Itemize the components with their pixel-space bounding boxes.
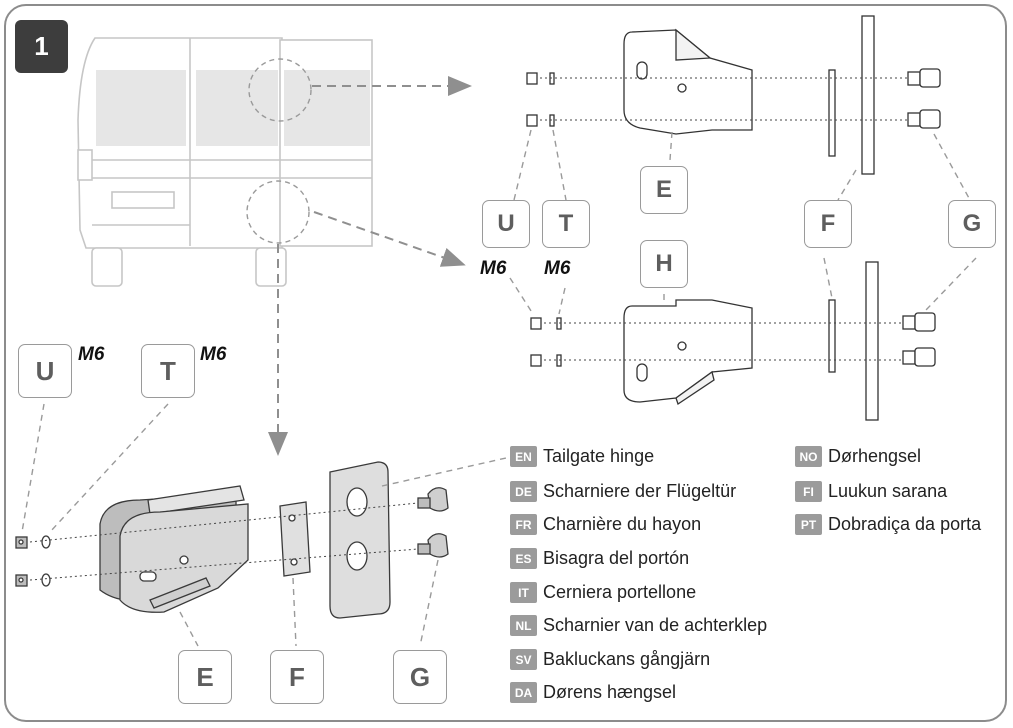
legend-text: Dobradiça da porta: [828, 514, 982, 534]
label-H: H: [640, 240, 688, 288]
legend-text: Cerniera portellone: [543, 582, 697, 602]
screw-size-T-upper: M6: [544, 258, 571, 279]
legend-item-it: IT Cerniera portellone: [510, 582, 696, 603]
language-code-badge: NL: [510, 615, 537, 636]
language-code-badge: EN: [510, 446, 537, 467]
label-leader-lines: [21, 129, 977, 647]
language-code-badge: FI: [795, 481, 822, 502]
language-code-badge: NO: [795, 446, 822, 467]
legend-text: Dørens hængsel: [543, 682, 677, 702]
label-F-upper: F: [804, 200, 852, 248]
language-code-badge: DA: [510, 682, 537, 703]
shaded-hinge-assembly: [15, 461, 449, 619]
legend-text: Charnière du hayon: [543, 514, 702, 534]
label-U-lower: U: [18, 344, 72, 398]
label-T-upper: T: [542, 200, 590, 248]
legend-text: Luukun sarana: [828, 481, 948, 501]
language-code-badge: IT: [510, 582, 537, 603]
upper-hinge-assembly: [526, 15, 941, 175]
legend-item-sv: SV Bakluckans gångjärn: [510, 649, 710, 670]
upper-hinge-axis-lines: [540, 77, 908, 121]
label-G-upper: G: [948, 200, 996, 248]
language-code-badge: FR: [510, 514, 537, 535]
legend-text: Scharniere der Flügeltür: [543, 481, 737, 501]
legend-item-de: DE Scharniere der Flügeltür: [510, 481, 736, 502]
label-E-lower: E: [178, 650, 232, 704]
lower-hinge-assembly: [530, 261, 936, 421]
screw-size-U-lower: M6: [78, 344, 105, 365]
legend-item-nl: NL Scharnier van de achterklep: [510, 615, 767, 636]
legend-item-da: DA Dørens hængsel: [510, 682, 676, 703]
pointer-arrows: [268, 76, 472, 456]
label-G-lower: G: [393, 650, 447, 704]
legend-item-no: NO Dørhengsel: [795, 446, 921, 467]
hinge-highlight-circles: [246, 58, 312, 244]
diagram-frame: [4, 4, 1007, 722]
legend-text: Dørhengsel: [828, 446, 922, 466]
legend-item-pt: PT Dobradiça da porta: [795, 514, 981, 535]
legend-item-fi: FI Luukun sarana: [795, 481, 947, 502]
screw-size-U-upper: M6: [480, 258, 507, 279]
label-U-upper: U: [482, 200, 530, 248]
legend-item-en: EN Tailgate hinge: [510, 446, 654, 467]
language-code-badge: SV: [510, 649, 537, 670]
language-code-badge: ES: [510, 548, 537, 569]
screw-size-T-lower: M6: [200, 344, 227, 365]
legend-text: Bisagra del portón: [543, 548, 690, 568]
label-T-lower: T: [141, 344, 195, 398]
legend-text: Tailgate hinge: [543, 446, 655, 466]
language-code-badge: DE: [510, 481, 537, 502]
label-F-lower: F: [270, 650, 324, 704]
legend-item-es: ES Bisagra del portón: [510, 548, 689, 569]
van-rear-view: [77, 37, 373, 287]
legend-item-fr: FR Charnière du hayon: [510, 514, 701, 535]
label-E-upper: E: [640, 166, 688, 214]
step-number-badge: 1: [15, 20, 68, 73]
legend-text: Bakluckans gångjärn: [543, 649, 711, 669]
language-code-badge: PT: [795, 514, 822, 535]
legend-text: Scharnier van de achterklep: [543, 615, 768, 635]
